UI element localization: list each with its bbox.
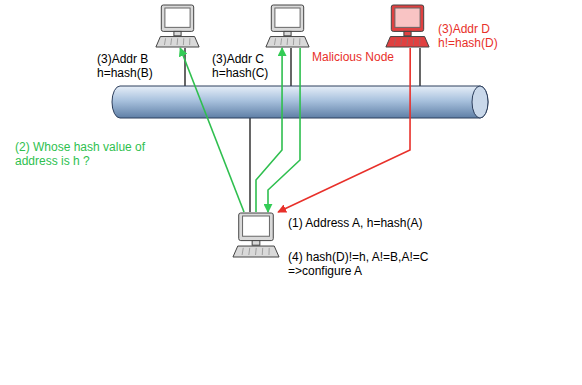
node-label: (3)Addr D h!=hash(D) xyxy=(438,22,510,50)
key-line xyxy=(242,248,243,255)
key-line xyxy=(287,38,289,45)
monitor xyxy=(271,5,303,31)
monitor xyxy=(239,213,274,241)
key-line xyxy=(255,248,257,255)
screen xyxy=(165,8,190,27)
computer-icon xyxy=(385,4,430,48)
wire xyxy=(290,48,291,86)
node-label: (4) hash(D)!=h, A!=B,A!=C =>configure A xyxy=(288,250,473,278)
screen xyxy=(243,216,270,236)
monitor xyxy=(391,5,423,31)
key-line xyxy=(400,38,402,45)
keyboard xyxy=(156,37,199,47)
node-label: Malicious Node xyxy=(312,50,394,64)
computer-node: (3)Addr C h=hash(C) xyxy=(265,4,310,48)
monitor-stand xyxy=(174,31,181,35)
monitor-stand xyxy=(252,241,260,246)
key-line xyxy=(419,38,420,45)
key-line xyxy=(177,38,179,45)
message-arrow xyxy=(268,48,300,212)
node-label: (3)Addr C h=hash(C) xyxy=(212,52,282,80)
computer-icon xyxy=(265,4,310,48)
monitor-stand xyxy=(284,31,291,35)
key-line xyxy=(394,38,395,45)
monitor-stand xyxy=(404,31,411,35)
wire xyxy=(249,118,250,212)
wire xyxy=(419,48,420,86)
key-line xyxy=(293,38,294,45)
message-label: (2) Whose hash value of address is h ? xyxy=(15,140,165,168)
computer-node: Malicious Node(3)Addr D h!=hash(D) xyxy=(385,4,430,48)
key-line xyxy=(183,38,184,45)
message-arrow xyxy=(278,48,410,212)
computer-icon xyxy=(155,4,200,48)
computer-node: (3)Addr B h=hash(B) xyxy=(155,4,200,48)
key-line xyxy=(164,38,165,45)
key-line xyxy=(413,38,414,45)
bus-end xyxy=(472,86,488,118)
screen xyxy=(275,8,300,27)
key-line xyxy=(262,248,263,255)
computer-icon xyxy=(232,212,280,258)
key-line xyxy=(248,248,250,255)
node-label: (1) Address A, h=hash(A) xyxy=(288,216,498,230)
node-label: (3)Addr B h=hash(B) xyxy=(97,52,167,80)
key-line xyxy=(280,38,282,45)
computer-node: (1) Address A, h=hash(A)(4) hash(D)!=h, … xyxy=(232,212,280,258)
key-line xyxy=(299,38,300,45)
keyboard xyxy=(266,37,309,47)
keyboard xyxy=(233,246,279,257)
screen xyxy=(395,8,420,27)
key-line xyxy=(274,38,275,45)
key-line xyxy=(170,38,172,45)
monitor xyxy=(161,5,193,31)
key-line xyxy=(407,38,409,45)
key-line xyxy=(189,38,190,45)
wire xyxy=(184,48,185,86)
keyboard xyxy=(386,37,429,47)
key-line xyxy=(268,248,269,255)
